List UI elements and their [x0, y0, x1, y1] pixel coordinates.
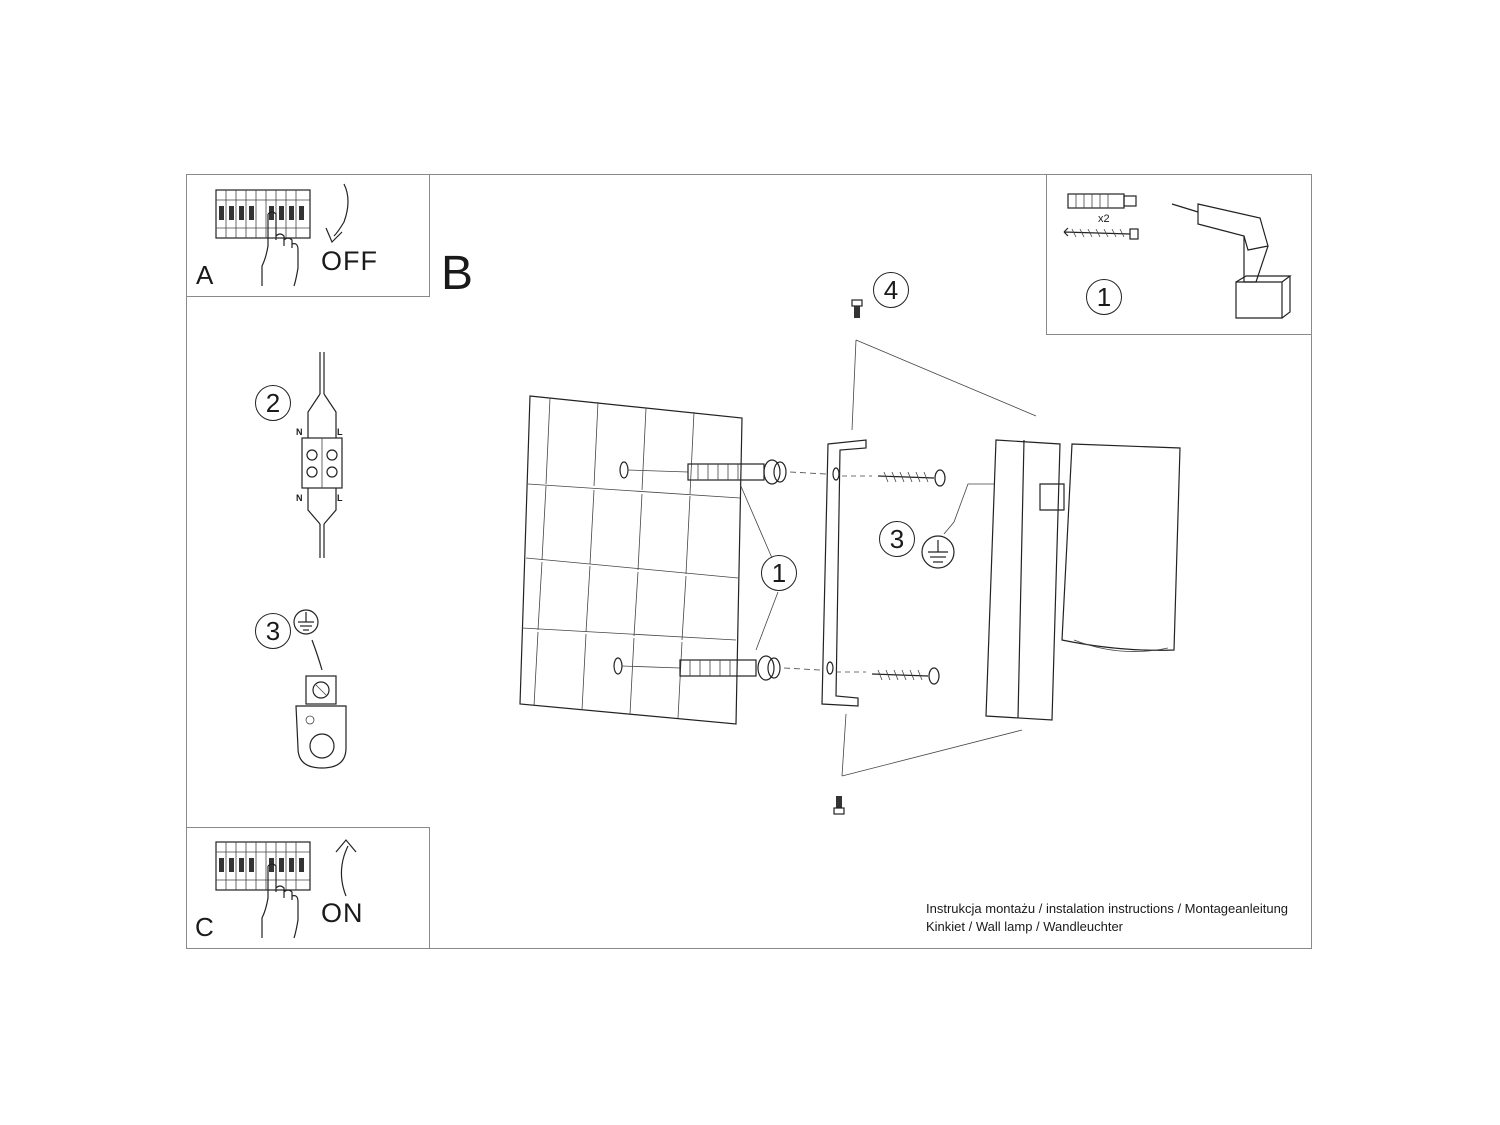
screw-icon [871, 667, 940, 685]
step-3-badge-left: 3 [255, 613, 291, 649]
terminal-n-bottom: N [296, 493, 303, 503]
wall-plug-icon [687, 459, 787, 485]
instruction-sheet-frame [186, 174, 1312, 949]
mounting-bracket-icon [821, 439, 867, 707]
ground-clamp-icon [295, 675, 347, 769]
drill-icon [1171, 203, 1292, 319]
step-1-badge-tools: 1 [1086, 279, 1122, 315]
terminal-block-icon [301, 352, 343, 558]
breaker-switch-icon [215, 189, 311, 239]
panel-c-on-label: ON [321, 898, 364, 928]
set-screw-icon [833, 796, 845, 815]
screw-icon [877, 469, 946, 487]
lamp-body-icon [985, 439, 1181, 721]
hand-icon [261, 211, 299, 287]
screw-icon [1063, 227, 1139, 240]
curved-arrow-down-icon [325, 183, 349, 244]
panel-c-power-on [186, 827, 430, 949]
panel-a-power-off [186, 174, 430, 297]
ground-symbol-icon [293, 609, 319, 635]
step-4-badge: 4 [873, 272, 909, 308]
quantity-label: x2 [1098, 213, 1110, 225]
panel-c-letter: C [195, 912, 214, 942]
wall-plug-icon [1067, 193, 1137, 209]
caption-instructions: Instrukcja montażu / instalation instruc… [926, 901, 1289, 916]
ground-symbol-icon [921, 535, 955, 569]
curved-arrow-up-icon [335, 839, 357, 897]
set-screw-icon [851, 299, 863, 318]
caption-product: Kinkiet / Wall lamp / Wandleuchter [926, 919, 1123, 934]
panel-a-letter: A [196, 260, 214, 290]
step-1-badge-main: 1 [761, 555, 797, 591]
breaker-switch-icon [215, 841, 311, 891]
panel-a-off-label: OFF [321, 246, 378, 276]
panel-b-letter: B [441, 247, 474, 300]
wall-plug-icon [679, 655, 781, 681]
terminal-n-top: N [296, 427, 303, 437]
terminal-l-bottom: L [337, 493, 343, 503]
step-3-badge-main: 3 [879, 521, 915, 557]
hand-icon [261, 863, 299, 939]
wall-tiles-icon [519, 395, 743, 725]
terminal-l-top: L [337, 427, 343, 437]
step-2-badge: 2 [255, 385, 291, 421]
